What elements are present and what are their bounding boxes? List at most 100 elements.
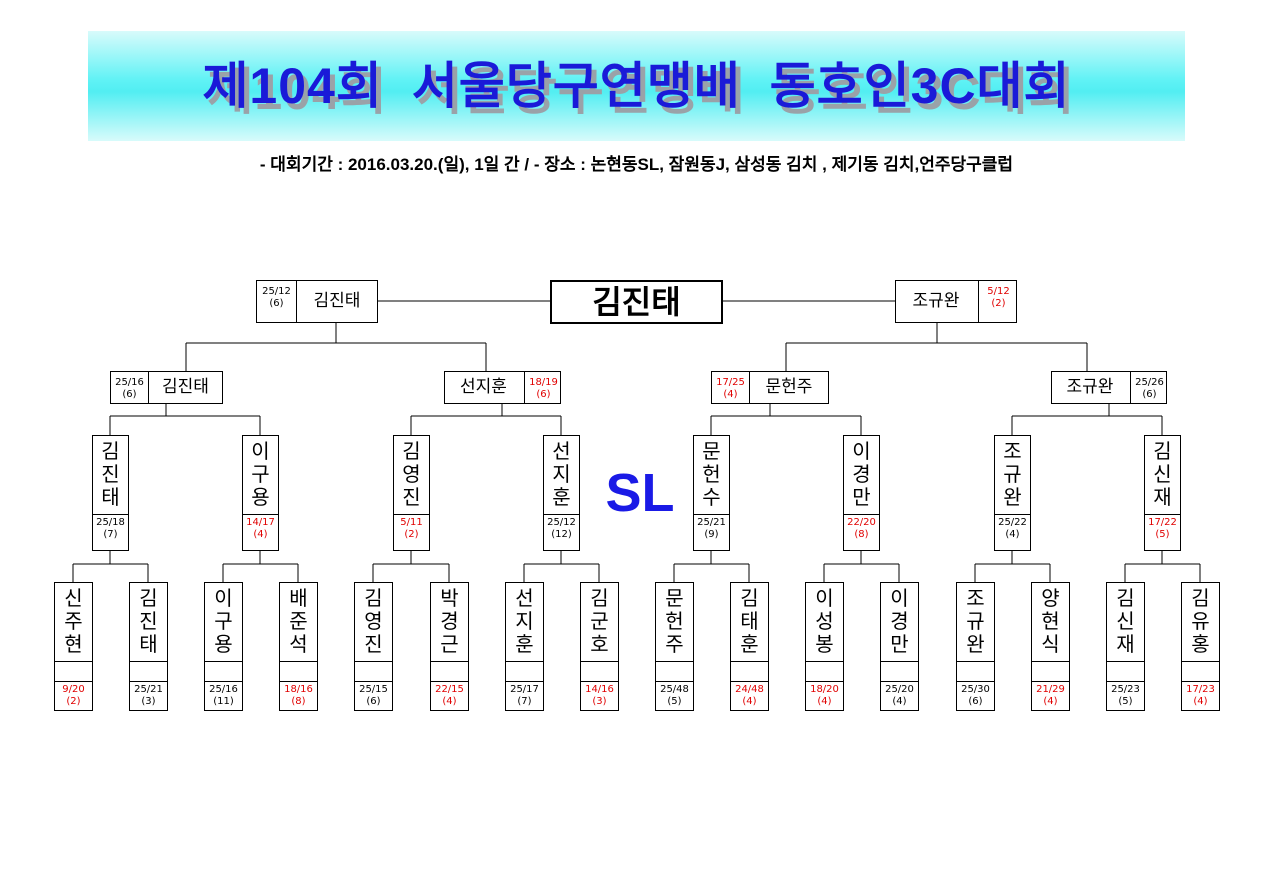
score-points: 18/20 [810,684,839,695]
player-name: 이경만 [890,586,909,656]
box-divider [730,681,769,682]
player-name: 김태훈 [740,586,759,656]
score-innings: (8) [854,529,869,540]
semifinal-player: 17/25(4) 문헌주 [711,371,829,404]
match-score: 25/15(6) [355,684,392,710]
score-points: 18/19 [529,377,558,388]
title-banner: 제104회 서울당구연맹배 동호인3C대회 [88,31,1185,141]
round16-player: 김태훈 24/48(4) [730,582,769,711]
player-name: 배준석 [289,586,308,656]
score-innings: (6) [1142,389,1157,400]
box-divider [1031,661,1070,662]
venue-label: SL [605,463,675,523]
player-name: 김진태 [139,586,158,656]
box-divider [54,681,93,682]
score-innings: (4) [723,389,738,400]
player-name: 김진태 [313,291,361,311]
box-divider [129,661,168,662]
match-score: 17/22(5) [1145,517,1180,543]
match-score: 25/12(6) [257,281,297,322]
score-innings: (4) [892,696,907,707]
player-name: 문헌주 [765,377,813,397]
score-points: 14/16 [585,684,614,695]
score-points: 25/21 [697,517,726,528]
player-name: 조규완 [912,291,960,311]
score-innings: (3) [141,696,156,707]
box-divider [393,514,430,515]
box-divider [505,661,544,662]
score-innings: (2) [66,696,81,707]
match-score: 25/21(3) [130,684,167,710]
score-points: 25/16 [115,377,144,388]
box-divider [730,661,769,662]
round16-player: 박경근 22/15(4) [430,582,469,711]
match-score: 25/22(4) [995,517,1030,543]
player-name: 이구용 [251,439,270,509]
match-score: 18/16(8) [280,684,317,710]
box-divider [543,514,580,515]
match-score: 25/30(6) [957,684,994,710]
match-score: 22/15(4) [431,684,468,710]
box-divider [805,661,844,662]
score-innings: (8) [291,696,306,707]
score-innings: (7) [517,696,532,707]
score-innings: (11) [213,696,234,707]
score-innings: (2) [404,529,419,540]
player-name: 선지훈 [515,586,534,656]
match-score: 21/29(4) [1032,684,1069,710]
score-points: 25/18 [96,517,125,528]
score-innings: (4) [817,696,832,707]
score-points: 22/15 [435,684,464,695]
score-innings: (4) [1193,696,1208,707]
round16-player: 조규완 25/30(6) [956,582,995,711]
player-name: 조규완 [966,586,985,656]
player-name: 이성봉 [815,586,834,656]
score-innings: (4) [1005,529,1020,540]
box-divider [1031,681,1070,682]
score-innings: (6) [122,389,137,400]
match-score: 25/17(7) [506,684,543,710]
player-name: 김진태 [162,377,209,397]
player-name: 선지훈 [552,439,571,509]
event-info: - 대회기간 : 2016.03.20.(일), 1일 간 / - 장소 : 논… [259,155,1014,174]
box-divider [1144,514,1181,515]
round16-player: 이경만 25/20(4) [880,582,919,711]
score-innings: (7) [103,529,118,540]
score-innings: (2) [991,298,1006,309]
player-name: 김군호 [590,586,609,656]
match-score: 25/48(5) [656,684,693,710]
score-points: 25/20 [885,684,914,695]
box-divider [1181,681,1220,682]
score-points: 25/26 [1135,377,1164,388]
box-divider [430,661,469,662]
score-innings: (4) [1043,696,1058,707]
score-innings: (5) [1118,696,1133,707]
match-score: 9/20(2) [55,684,92,710]
player-name: 박경근 [440,586,459,656]
box-divider [805,681,844,682]
match-score: 5/12(2) [978,281,1018,322]
score-innings: (6) [366,696,381,707]
box-divider [1181,661,1220,662]
match-score: 14/17(4) [243,517,278,543]
score-points: 25/12 [547,517,576,528]
score-innings: (6) [968,696,983,707]
match-score: 25/23(5) [1107,684,1144,710]
score-points: 25/21 [134,684,163,695]
box-divider [880,661,919,662]
champion-box: 김진태 [550,280,723,324]
score-points: 17/25 [716,377,745,388]
match-score: 24/48(4) [731,684,768,710]
player-name: 선지훈 [460,377,507,397]
